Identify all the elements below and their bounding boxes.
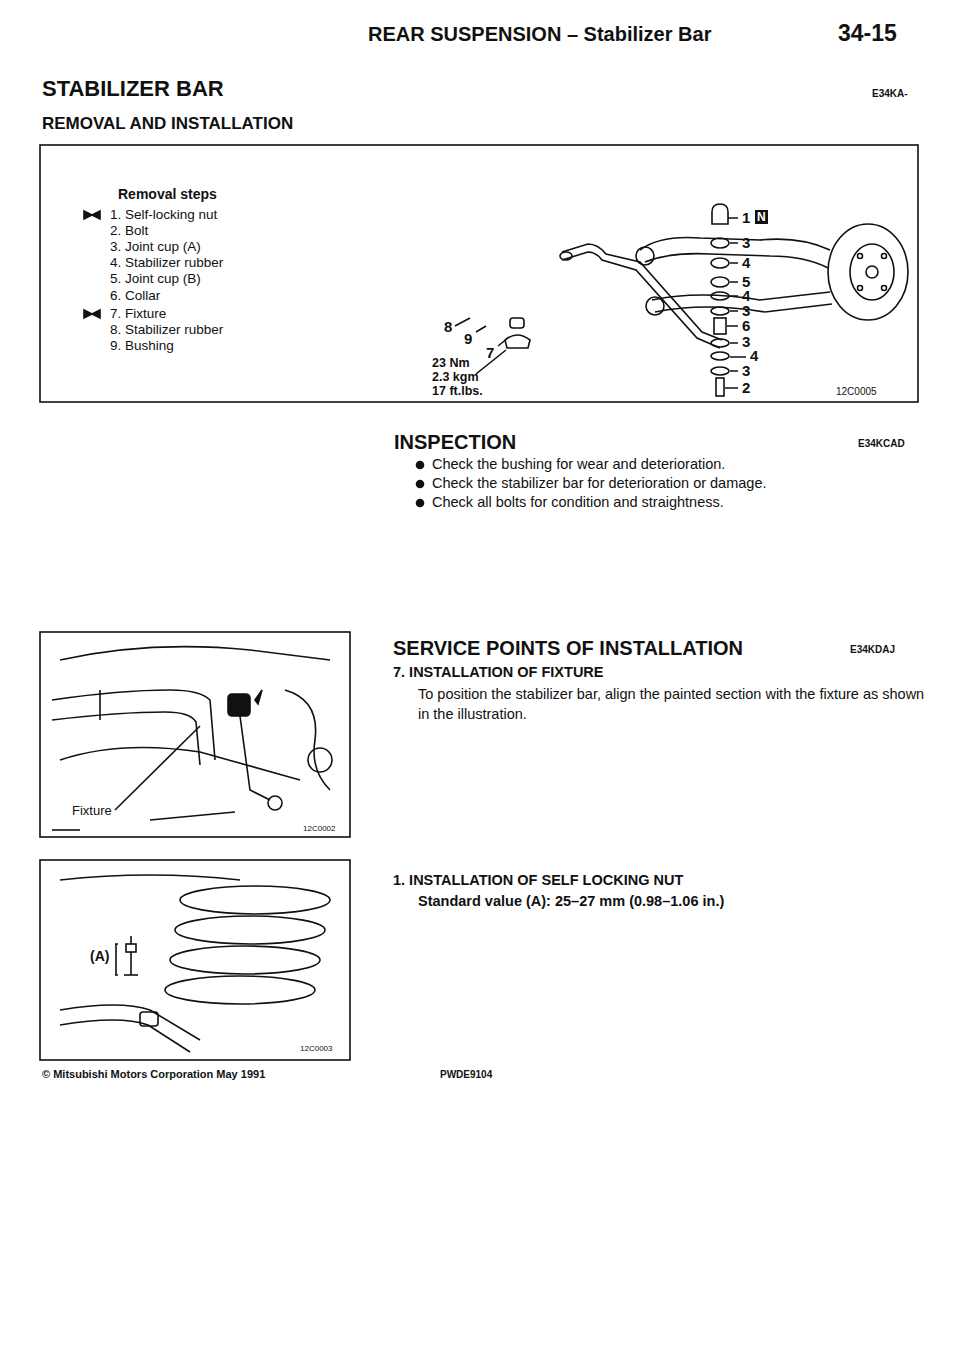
running-header: REAR SUSPENSION – Stabilizer Bar (368, 22, 711, 46)
figure-code: 12C0003 (300, 1044, 332, 1054)
section-code: E34KA- (872, 88, 908, 100)
callout-number: 1 (742, 209, 750, 227)
fixture (505, 335, 530, 348)
callout-number: 3 (742, 362, 750, 380)
stabilizer-bar (560, 244, 722, 348)
list-heading: Removal steps (118, 186, 217, 203)
figure-frame (40, 860, 350, 1060)
callout-number: 3 (742, 234, 750, 252)
figure-code: 12C0005 (836, 386, 877, 398)
step-item: 7. Fixture (110, 306, 166, 322)
bullet (417, 481, 424, 488)
leader-line (455, 318, 508, 346)
page-number: 34-15 (838, 20, 897, 48)
figure-frame (40, 632, 350, 837)
service-marker (84, 211, 100, 219)
step-item: 1. Self-locking nut (110, 207, 217, 223)
callout-number: 6 (742, 317, 750, 335)
figure-label: Fixture (72, 803, 112, 819)
parts-stack (711, 204, 746, 396)
bullet-item: Check all bolts for condition and straig… (432, 494, 724, 511)
bullet-item: Check the bushing for wear and deteriora… (432, 456, 725, 473)
bushing (510, 318, 524, 328)
service-heading: 7. INSTALLATION OF FIXTURE (393, 664, 604, 681)
fixture-illustration (52, 647, 332, 830)
callout-number: 4 (750, 347, 758, 365)
bullet (417, 500, 424, 507)
callout-number: 2 (742, 379, 750, 397)
standard-value: Standard value (A): 25–27 mm (0.98–1.06 … (418, 893, 724, 910)
step-item: 4. Stabilizer rubber (110, 255, 223, 271)
service-marker (84, 310, 100, 318)
service-text: To position the stabilizer bar, align th… (418, 684, 933, 724)
step-item: 3. Joint cup (A) (110, 239, 201, 255)
callout-mark: N (755, 210, 768, 224)
torque-value: 2.3 kgm (432, 370, 479, 385)
section-heading: INSPECTION (394, 430, 516, 454)
step-item: 9. Bushing (110, 338, 174, 354)
step-item: 8. Stabilizer rubber (110, 322, 223, 338)
step-item: 6. Collar (110, 288, 160, 304)
figure-code: 12C0002 (303, 824, 335, 834)
callout-number: 4 (742, 254, 750, 272)
figure-frame (40, 145, 918, 402)
section-heading: REMOVAL AND INSTALLATION (42, 114, 293, 134)
service-heading: 1. INSTALLATION OF SELF LOCKING NUT (393, 872, 683, 889)
callout-number: 3 (742, 333, 750, 351)
page-title: STABILIZER BAR (42, 76, 224, 102)
footer-copyright: © Mitsubishi Motors Corporation May 1991 (42, 1068, 265, 1081)
step-item: 5. Joint cup (B) (110, 271, 201, 287)
brake-disc (828, 224, 908, 320)
callout-number: 8 (444, 318, 452, 336)
dimension-label: (A) (90, 948, 109, 965)
callout-number: 7 (486, 344, 494, 362)
section-heading: SERVICE POINTS OF INSTALLATION (393, 636, 743, 660)
section-code: E34KDAJ (850, 644, 895, 656)
bullet (417, 462, 424, 469)
control-arm (636, 238, 832, 316)
torque-value: 23 Nm (432, 356, 470, 371)
section-code: E34KCAD (858, 438, 905, 450)
footer-code: PWDE9104 (440, 1069, 492, 1081)
bullet-item: Check the stabilizer bar for deteriorati… (432, 475, 766, 492)
torque-value: 17 ft.lbs. (432, 384, 483, 399)
callout-number: 9 (464, 330, 472, 348)
spring-illustration (60, 875, 330, 1052)
step-item: 2. Bolt (110, 223, 148, 239)
